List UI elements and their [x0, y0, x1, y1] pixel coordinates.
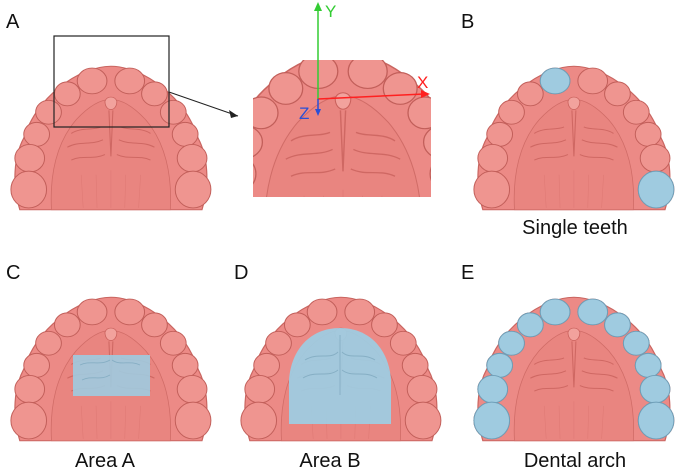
- axis-label-x: X: [417, 73, 428, 92]
- zoom-arrow-head: [229, 110, 238, 118]
- highlight-molar: [637, 170, 675, 209]
- panel-label-d: D: [234, 262, 249, 284]
- zoom-region-box: [53, 35, 170, 128]
- caption-area-b: Area B: [299, 450, 361, 472]
- caption-single-teeth: Single teeth: [522, 217, 628, 239]
- z-axis-arrow: [315, 109, 321, 116]
- coordinate-axes: Y X Z: [299, 2, 430, 123]
- axis-label-z: Z: [299, 104, 309, 123]
- panel-label-e: E: [461, 262, 475, 284]
- x-axis-arrow: [421, 90, 430, 98]
- panel-label-c: C: [6, 262, 21, 284]
- panel-e-palate-model: [473, 296, 675, 442]
- panel-label-b: B: [461, 11, 475, 33]
- zoom-inset: [253, 60, 431, 197]
- x-axis-line: [317, 93, 425, 100]
- caption-area-a: Area A: [74, 450, 136, 472]
- axis-label-y: Y: [325, 2, 336, 21]
- zoom-arrow: [168, 91, 239, 117]
- y-axis-arrow: [314, 2, 322, 11]
- panel-b-palate-model: [473, 65, 675, 211]
- panel-a-palate-model: [10, 65, 212, 211]
- panel-label-a: A: [6, 11, 20, 33]
- highlight-dental-arch: [473, 298, 675, 440]
- caption-dental-arch: Dental arch: [523, 450, 627, 472]
- highlight-area-a: [73, 355, 150, 396]
- highlight-incisor: [539, 67, 571, 95]
